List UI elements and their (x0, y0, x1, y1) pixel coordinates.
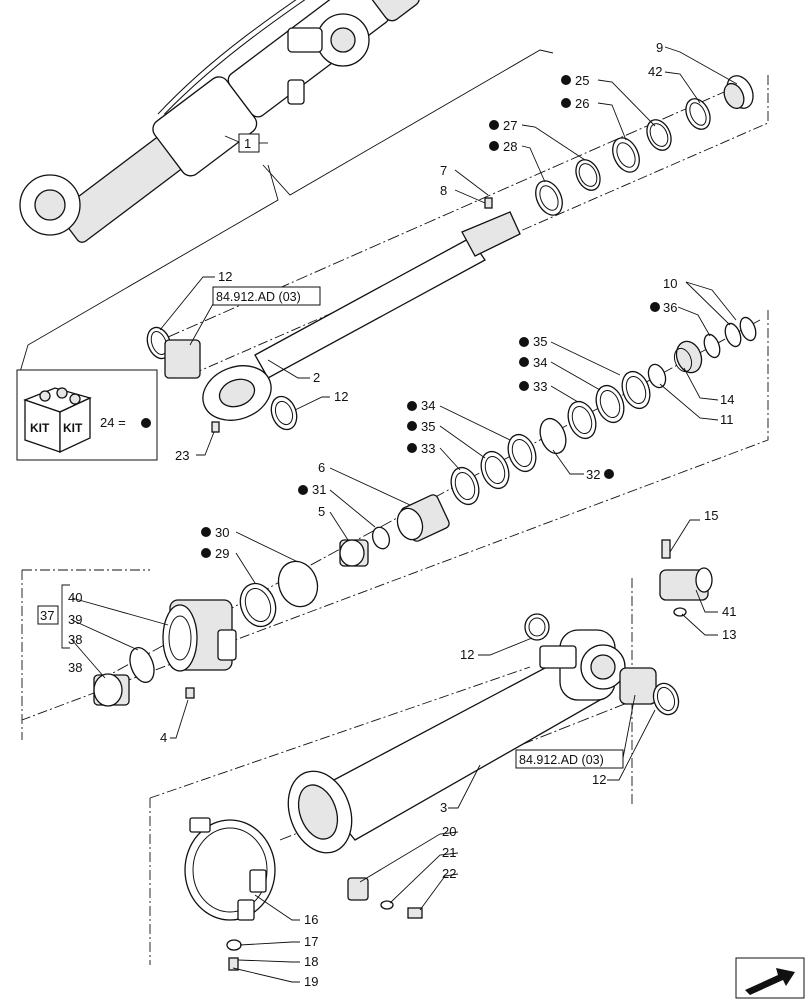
rod-bushing-and-seals-12 (146, 326, 298, 431)
svg-text:28: 28 (503, 139, 517, 154)
svg-text:12: 12 (460, 647, 474, 662)
svg-text:40: 40 (68, 590, 82, 605)
svg-text:31: 31 (312, 482, 326, 497)
svg-text:27: 27 (503, 118, 517, 133)
cylinder-barrel-3 (287, 629, 626, 854)
svg-text:35: 35 (421, 419, 435, 434)
svg-text:35: 35 (533, 334, 547, 349)
svg-text:3: 3 (440, 800, 447, 815)
svg-text:22: 22 (442, 866, 456, 881)
svg-text:12: 12 (218, 269, 232, 284)
svg-text:1: 1 (244, 136, 251, 151)
piston-6 (396, 494, 450, 542)
barrel-bushing-and-seals-12 (524, 613, 680, 716)
svg-text:42: 42 (648, 64, 662, 79)
leader-lines (71, 46, 738, 983)
group-bracket-37: 37 (37, 584, 70, 649)
piston-seals-33-34-35 (450, 370, 651, 506)
svg-text:39: 39 (68, 612, 82, 627)
reference-upper[interactable]: 84.912.AD (03) (212, 286, 321, 306)
svg-text:37: 37 (40, 608, 54, 623)
bushing-5 (339, 539, 369, 567)
svg-text:33: 33 (533, 379, 547, 394)
svg-text:84.912.AD (03): 84.912.AD (03) (519, 753, 604, 767)
svg-text:6: 6 (318, 460, 325, 475)
svg-text:KIT: KIT (30, 421, 50, 435)
bushing-14 (673, 340, 703, 374)
rings-10-and-36 (703, 316, 757, 359)
svg-text:32: 32 (586, 467, 600, 482)
kit-bullets (201, 75, 660, 558)
filled-circle-kit-marker-icon (141, 418, 151, 428)
svg-text:34: 34 (533, 355, 547, 370)
svg-text:KIT: KIT (63, 421, 83, 435)
svg-text:9: 9 (656, 40, 663, 55)
svg-text:5: 5 (318, 504, 325, 519)
svg-text:2: 2 (313, 370, 320, 385)
seals-25-26 (612, 119, 672, 173)
svg-text:14: 14 (720, 392, 734, 407)
svg-text:25: 25 (575, 73, 589, 88)
svg-text:38: 38 (68, 632, 82, 647)
grease-fitting-8 (484, 197, 493, 209)
svg-text:33: 33 (421, 441, 435, 456)
callout-numbers: 9 42 25 26 27 28 7 8 12 2 12 23 10 36 14… (68, 40, 736, 989)
svg-text:19: 19 (304, 974, 318, 989)
grease-fitting-23 (211, 421, 220, 433)
o-ring-30 (277, 560, 319, 608)
bushing-42-and-ring-9 (685, 75, 754, 130)
svg-text:17: 17 (304, 934, 318, 949)
svg-text:18: 18 (304, 954, 318, 969)
small-parts-17-22 (226, 877, 423, 971)
svg-text:11: 11 (720, 412, 734, 427)
ring-29 (239, 582, 277, 628)
bushing-38 (93, 673, 130, 707)
ring-39 (129, 647, 155, 683)
svg-text:29: 29 (215, 546, 229, 561)
svg-text:8: 8 (440, 183, 447, 198)
reference-lower[interactable]: 84.912.AD (03) (515, 749, 624, 769)
svg-text:84.912.AD (03): 84.912.AD (03) (216, 290, 301, 304)
svg-text:16: 16 (304, 912, 318, 927)
svg-text:13: 13 (722, 627, 736, 642)
ring-31 (371, 526, 391, 550)
screw-4 (185, 687, 195, 699)
pipe-clamp-16 (184, 817, 276, 921)
svg-text:4: 4 (160, 730, 167, 745)
callout-1: 1 (238, 133, 260, 153)
port-block-41 (659, 539, 713, 617)
seals-27-28 (535, 159, 601, 216)
svg-text:21: 21 (442, 845, 456, 860)
next-page-arrow-icon[interactable] (735, 957, 805, 999)
svg-text:23: 23 (175, 448, 189, 463)
svg-text:30: 30 (215, 525, 229, 540)
svg-text:7: 7 (440, 163, 447, 178)
svg-text:12: 12 (592, 772, 606, 787)
cylinder-head-40 (162, 599, 237, 672)
assembled-cylinder-drawing (19, 0, 420, 243)
svg-text:15: 15 (704, 508, 718, 523)
svg-text:20: 20 (442, 824, 456, 839)
kit-box-icon: KIT KIT (23, 387, 92, 454)
svg-text:36: 36 (663, 300, 677, 315)
piston-rod-2 (202, 211, 521, 421)
svg-text:34: 34 (421, 398, 435, 413)
ring-11 (647, 363, 667, 389)
svg-text:10: 10 (663, 276, 677, 291)
kit-legend: KIT KIT 24 = (16, 369, 158, 461)
svg-text:38: 38 (68, 660, 82, 675)
svg-text:26: 26 (575, 96, 589, 111)
svg-text:12: 12 (334, 389, 348, 404)
kit-legend-label: 24 = (100, 415, 126, 430)
svg-text:41: 41 (722, 604, 736, 619)
